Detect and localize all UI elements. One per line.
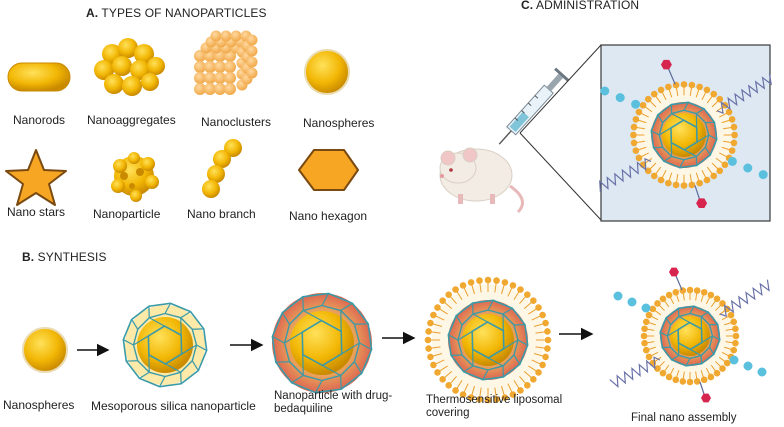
- synthesis-nanosphere: [22, 327, 68, 373]
- syringe-illustration: [498, 67, 570, 145]
- type-label-nano-stars: Nano stars: [7, 205, 66, 219]
- type-label-nanorods: Nanorods: [13, 113, 66, 127]
- final-nano-assembly: [609, 267, 770, 403]
- type-label-nanoparticle: Nanoparticle: [93, 207, 161, 221]
- type-label-nano-branch: Nano branch: [187, 207, 256, 221]
- section-b-heading: B. SYNTHESIS: [22, 250, 107, 264]
- nanorod-icon: [7, 62, 71, 92]
- mouse-illustration: [439, 147, 524, 214]
- branch-icon: [202, 139, 242, 198]
- type-label-nanoaggregates: Nanoaggregates: [87, 113, 176, 127]
- nanoaggregate-icon: [94, 38, 165, 96]
- synthesis-label-silica: Mesoporous silica nanoparticle: [91, 399, 256, 413]
- synthesis-label-nanospheres: Nanospheres: [3, 398, 75, 412]
- type-label-nanospheres: Nanospheres: [303, 116, 375, 130]
- type-label-nanoclusters: Nanoclusters: [201, 115, 272, 129]
- synthesis-label-final: Final nano assembly: [631, 412, 737, 424]
- mesoporous-silica-particle: [122, 302, 208, 388]
- section-c-heading: C. ADMINISTRATION: [521, 0, 640, 12]
- synthesis-label-drug: Nanoparticle with drug- bedaquiline: [274, 390, 393, 415]
- drug-loaded-particle: [271, 292, 373, 394]
- zoom-line-bottom: [519, 132, 602, 221]
- nanosphere-icon: [304, 49, 350, 95]
- star-icon: [5, 149, 67, 206]
- administered-nano-assembly: [599, 59, 772, 208]
- section-a-heading: A. TYPES OF NANOPARTICLES: [86, 6, 267, 20]
- zoom-line-top: [519, 44, 602, 134]
- nanoparticle-icon: [111, 152, 159, 202]
- type-label-nano-hexagon: Nano hexagon: [289, 209, 368, 223]
- synthesis-label-liposomal: Thermosensitive liposomal covering: [426, 394, 563, 419]
- nanocluster-icon: [194, 30, 258, 95]
- hexagon-icon: [298, 149, 359, 191]
- liposomal-particle: [424, 276, 552, 404]
